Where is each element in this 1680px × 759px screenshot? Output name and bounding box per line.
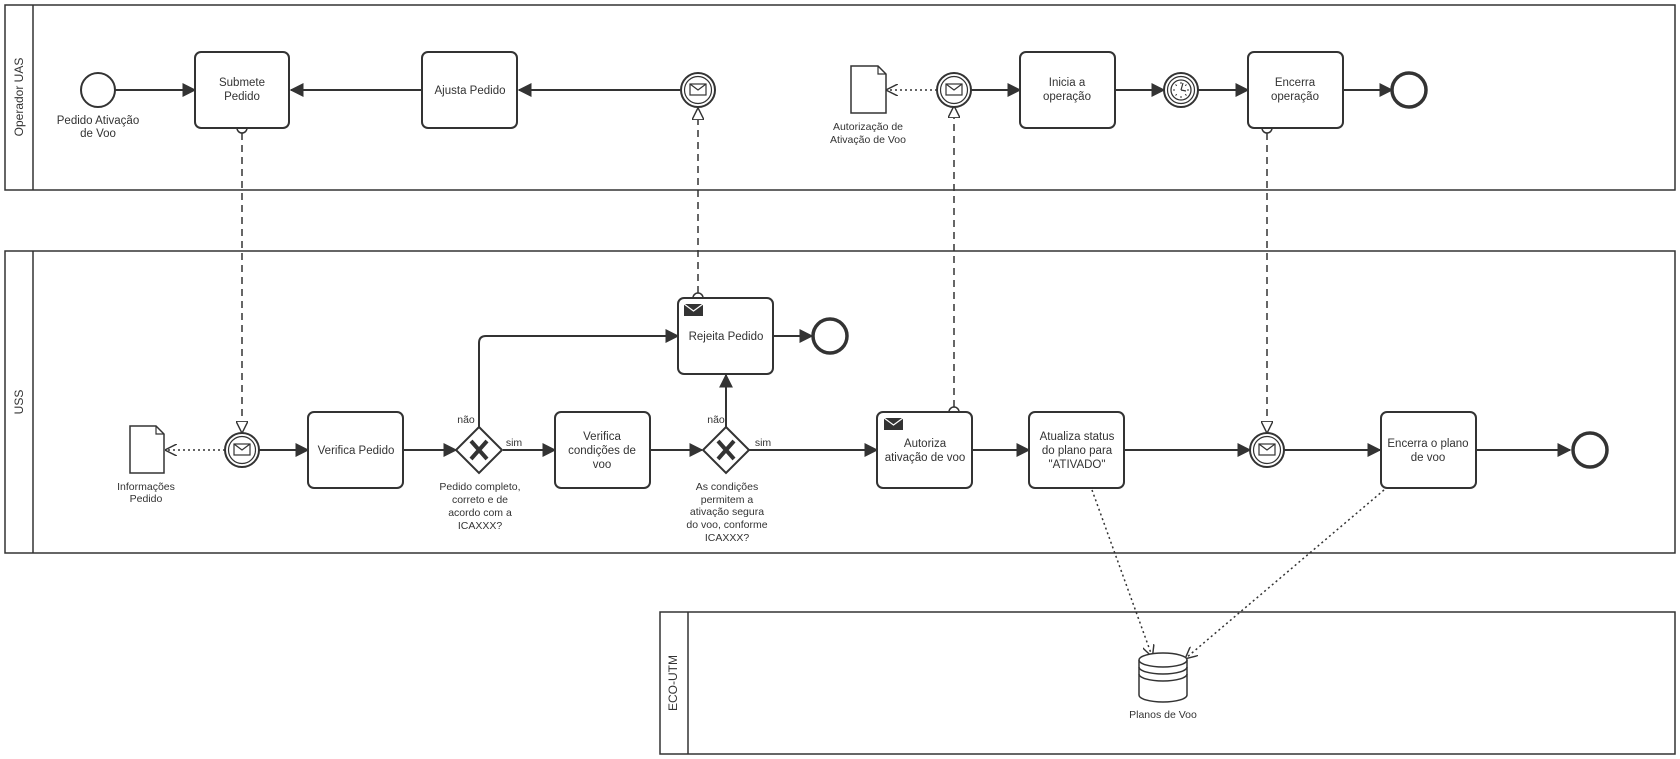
task-verifica-cond-label-line1: Verifica [583,431,621,443]
gateway1-no-label: não [457,414,475,426]
data-object-icon [850,65,887,114]
task-ajusta-pedido[interactable]: Ajusta Pedido [421,51,518,129]
task-encerra-plano[interactable]: Encerra o plano de voo [1380,411,1477,489]
exclusive-gateway-condicoes[interactable] [701,425,751,475]
intermediate-message-event-rejeicao[interactable] [680,72,716,108]
intermediate-timer-event[interactable] [1163,72,1199,108]
data-object-autorizacao [850,65,887,114]
message-send-icon [683,303,704,316]
task-encerra-operacao[interactable]: Encerra operação [1247,51,1344,129]
pool-label-operador: Operador UAS [12,58,26,137]
task-verifica-cond-label-line2: condições de [568,445,636,457]
task-rejeita-label: Rejeita Pedido [689,331,764,343]
gateway2-no-label: não [707,414,725,426]
task-autoriza-ativacao[interactable]: Autoriza ativação de voo [876,411,973,489]
gateway2-question-line2: permitem a [701,494,754,506]
data-object-autorizacao-label-line2: Ativação de Voo [830,134,906,146]
pool-label-eco: ECO-UTM [666,655,680,711]
task-rejeita-pedido[interactable]: Rejeita Pedido [677,297,774,375]
data-object-informacoes-label-line2: Pedido [130,493,163,505]
end-event-uss[interactable] [1571,431,1609,469]
message-icon [233,443,251,456]
task-encerra-op-label-line1: Encerra [1275,77,1316,89]
task-encerra-plano-label-line1: Encerra o plano [1387,438,1468,450]
task-inicia-label-line1: Inicia a [1049,77,1086,89]
start-event-pedido[interactable] [80,72,116,108]
message-send-icon [883,417,904,430]
data-store-icon [1138,652,1188,703]
data-associations [1091,489,1385,658]
end-event-operador[interactable] [1390,71,1428,109]
task-atualiza-status[interactable]: Atualiza status do plano para "ATIVADO" [1028,411,1125,489]
gateway2-question-line5: ICAXXX? [705,532,750,544]
task-submete-label-line2: Pedido [224,91,260,103]
pool-uss: USS [4,250,1676,554]
task-autoriza-label-line2: ativação de voo [885,452,966,464]
data-object-informacoes-label-line1: Informações [117,481,175,493]
data-store-label: Planos de Voo [1129,709,1197,721]
task-verifica-cond-label-line3: voo [593,459,612,471]
task-ajusta-label: Ajusta Pedido [435,85,506,97]
message-icon [945,83,963,96]
task-atualiza-label-line3: "ATIVADO" [1049,459,1106,471]
exclusive-gateway-icon [716,439,736,461]
gateway1-question-line2: correto e de [452,494,508,506]
task-encerra-plano-label-line2: de voo [1411,452,1446,464]
task-submete-pedido[interactable]: Submete Pedido [194,51,290,129]
gateway2-question-line3: ativação segura [690,506,764,518]
intermediate-message-event-autorizacao[interactable] [936,72,972,108]
pool-label-uss: USS [12,390,26,415]
start-event-label-line1: Pedido Ativação [57,115,139,127]
gateway1-question-line3: acordo com a [448,507,512,519]
gateway1-yes-label: sim [506,437,523,449]
data-object-icon [129,425,165,474]
start-event-label-line2: de Voo [80,128,116,140]
gateway1-question-line1: Pedido completo, [439,481,520,493]
gateway2-question-line4: do voo, conforme [686,519,767,531]
task-submete-label-line1: Submete [219,77,265,89]
sequence-flows-uss [166,329,1572,457]
intermediate-message-event-pedido[interactable] [224,432,260,468]
message-icon [689,83,707,96]
task-encerra-op-label-line2: operação [1271,91,1319,103]
task-atualiza-label-line2: do plano para [1042,445,1113,457]
intermediate-message-event-encerramento[interactable] [1249,432,1285,468]
gateway2-question-line1: As condições [696,481,758,493]
task-atualiza-label-line1: Atualiza status [1040,431,1115,443]
task-inicia-label-line2: operação [1043,91,1091,103]
message-icon [1258,443,1276,456]
task-verifica-pedido-label: Verifica Pedido [318,445,395,457]
data-object-autorizacao-label-line1: Autorização de [833,121,903,133]
task-autoriza-label-line1: Autoriza [904,438,947,450]
gateway2-yes-label: sim [755,437,772,449]
exclusive-gateway-pedido[interactable] [454,425,504,475]
end-event-rejeicao[interactable] [811,317,849,355]
exclusive-gateway-icon [469,439,489,461]
data-object-informacoes [129,425,165,474]
gateway1-question-line4: ICAXXX? [458,520,503,532]
timer-icon [1170,79,1192,101]
data-store-planos [1138,652,1188,703]
task-verifica-pedido[interactable]: Verifica Pedido [307,411,404,489]
task-verifica-condicoes[interactable]: Verifica condições de voo [554,411,651,489]
task-inicia-operacao[interactable]: Inicia a operação [1019,51,1116,129]
